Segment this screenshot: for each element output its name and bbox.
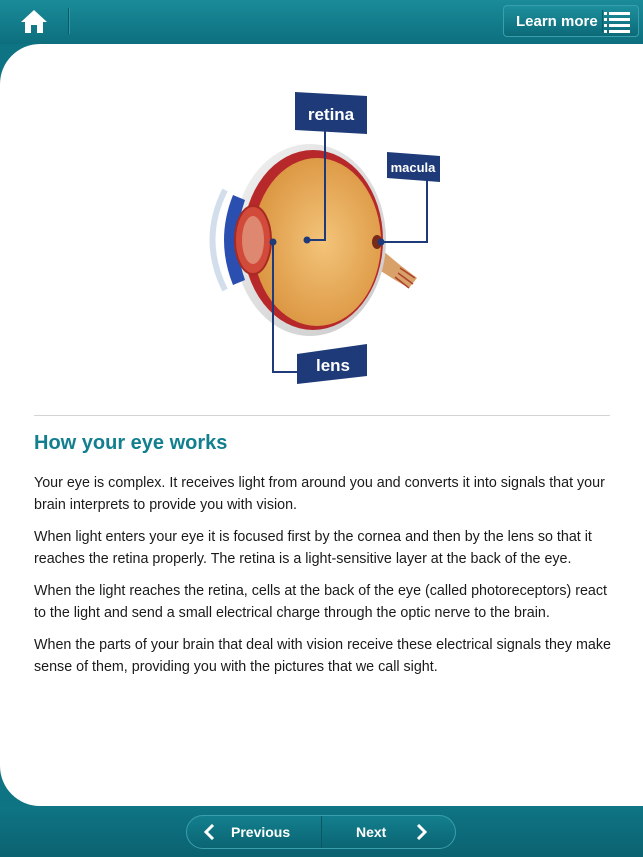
list-icon [604, 12, 630, 33]
macula-label: macula [387, 152, 440, 182]
next-label: Next [356, 824, 387, 840]
header-divider [68, 8, 69, 34]
chevron-left-icon [203, 824, 215, 840]
bottom-bar: Previous Next [0, 806, 643, 857]
home-button[interactable] [12, 6, 56, 36]
paragraph: When the parts of your brain that deal w… [34, 637, 611, 675]
retina-label: retina [295, 92, 367, 134]
lens-label: lens [297, 344, 367, 384]
svg-text:lens: lens [316, 356, 350, 375]
next-button[interactable]: Next [322, 816, 455, 848]
paragraph: When the light reaches the retina, cells… [34, 583, 607, 621]
paragraph: Your eye is complex. It receives light f… [34, 475, 605, 513]
previous-button[interactable]: Previous [187, 816, 321, 848]
cornea [209, 188, 228, 292]
learn-more-button[interactable]: Learn more [503, 5, 639, 37]
learn-more-label: Learn more [516, 12, 598, 30]
pager: Previous Next [186, 815, 456, 849]
section-divider [34, 415, 610, 416]
eye-diagram: retina macula lens [209, 92, 440, 384]
chevron-right-icon [417, 824, 428, 840]
home-icon [21, 10, 47, 33]
svg-text:retina: retina [308, 105, 355, 124]
vitreous-body [253, 158, 381, 326]
previous-label: Previous [231, 824, 291, 840]
top-bar: Learn more [0, 0, 643, 44]
svg-text:macula: macula [391, 160, 437, 175]
paragraph: When light enters your eye it is focused… [34, 529, 592, 567]
page-title: How your eye works [34, 432, 228, 454]
